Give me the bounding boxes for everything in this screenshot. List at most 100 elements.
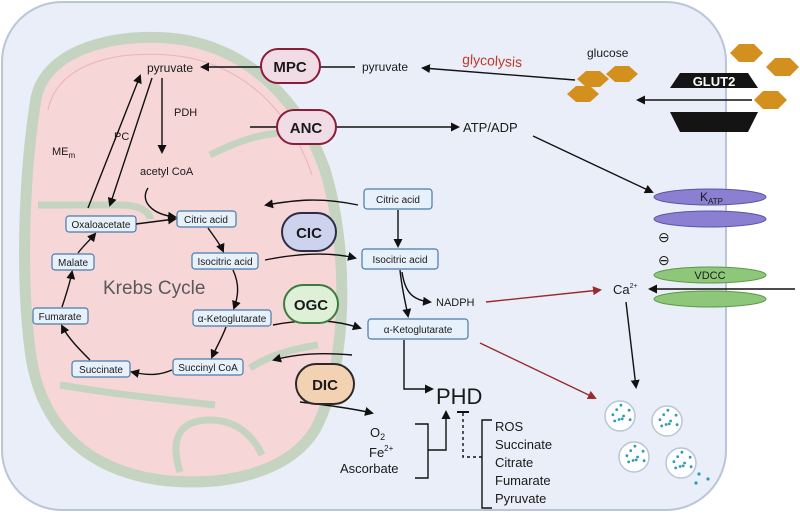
cyto-box-citric-acid: Citric acid — [363, 188, 433, 210]
me-arrow — [87, 74, 142, 209]
inhibit-icon: ⊖ — [658, 252, 670, 268]
svg-text:α-Ketoglutarate: α-Ketoglutarate — [384, 325, 453, 336]
crista — [172, 416, 266, 474]
released-insulin-granule — [706, 477, 710, 481]
cofactor-to-phd-arrow — [428, 410, 451, 451]
insulin-granule — [683, 461, 686, 465]
inhibitor-fumarate: Fumarate — [495, 473, 551, 488]
inhibition-line — [457, 411, 482, 458]
pdh-label: PDH — [174, 107, 197, 119]
cyto-box-alpha-ketoglutarate: α-Ketoglutarate — [367, 318, 469, 340]
insulin-granule — [680, 450, 684, 454]
svg-text:Fumarate: Fumarate — [39, 312, 82, 323]
insulin-granule — [688, 455, 692, 459]
insulin-vesicle — [665, 447, 697, 479]
svg-text:CIC: CIC — [296, 225, 322, 242]
svg-text:Malate: Malate — [58, 258, 88, 269]
o2-label: O2 — [370, 425, 385, 442]
cic-citric-export-arrow — [264, 199, 359, 209]
insulin-granule — [636, 455, 639, 459]
calcium-label: Ca2+ — [613, 282, 638, 297]
insulin-granule — [669, 419, 672, 423]
insulin-granule — [633, 444, 637, 448]
inhibitor-ros: ROS — [495, 419, 524, 434]
mpc-transporter: MPC — [260, 48, 321, 84]
svg-text:Citric acid: Citric acid — [184, 215, 228, 226]
released-insulin-granule — [697, 472, 701, 476]
insulin-granule — [629, 449, 633, 452]
anc-transporter: ANC — [276, 109, 337, 145]
inhibit-icon: ⊖ — [658, 229, 670, 245]
glycolysis-label: glycolysis — [462, 51, 523, 70]
insulin-granule — [631, 459, 635, 462]
glucose-hexagon — [567, 86, 599, 102]
svg-text:α-Ketoglutarate: α-Ketoglutarate — [198, 314, 267, 325]
insulin-granule — [628, 418, 632, 422]
glucose-molecules — [567, 44, 799, 109]
katp-channel: KATP — [653, 188, 767, 228]
insulin-granule — [667, 422, 671, 426]
glucose-hexagon — [730, 44, 763, 62]
ascorbate-label: Ascorbate — [340, 461, 399, 476]
insulin-granule — [619, 403, 623, 407]
krebs-box-isocitric-acid: Isocitric acid — [191, 252, 259, 270]
mito-pyruvate-label: pyruvate — [147, 61, 193, 75]
glucose-hexagon — [606, 66, 638, 82]
svg-text:Succinyl CoA: Succinyl CoA — [178, 363, 238, 374]
insulin-granule — [613, 419, 617, 423]
insulin-granule — [678, 465, 682, 468]
insulin-granule — [689, 465, 693, 469]
atp-to-katp-arrow — [532, 135, 654, 194]
insulin-vesicle — [651, 405, 683, 437]
svg-text:GLUT2: GLUT2 — [693, 74, 736, 89]
insulin-granule — [611, 413, 615, 417]
cic-isocitric-arrow — [264, 251, 357, 261]
svg-text:VDCC: VDCC — [694, 270, 725, 282]
insulin-granule — [658, 418, 662, 422]
crista — [38, 201, 154, 220]
svg-text:ANC: ANC — [290, 120, 323, 137]
svg-text:DIC: DIC — [312, 377, 338, 394]
inhibitor-succinate: Succinate — [495, 437, 552, 452]
vdcc-channel: VDCC — [653, 266, 767, 308]
glucose-hexagon — [754, 91, 787, 109]
svg-text:Oxaloacetate: Oxaloacetate — [72, 220, 131, 231]
cic-transporter: CIC — [281, 212, 337, 252]
svg-text:OGC: OGC — [294, 297, 328, 314]
insulin-vesicles — [604, 400, 710, 485]
insulin-granule — [641, 449, 645, 453]
insulin-granule — [660, 424, 664, 428]
svg-text:MPC: MPC — [273, 59, 307, 76]
insulin-granule — [674, 466, 678, 470]
cyto-pyruvate-label: pyruvate — [362, 60, 408, 74]
krebs-box-oxaloacetate: Oxaloacetate — [65, 215, 137, 233]
insulin-granule — [681, 464, 685, 468]
insulin-granule — [622, 414, 625, 418]
krebs-cycle-label: Krebs Cycle — [103, 278, 205, 299]
svg-text:Isocitric acid: Isocitric acid — [372, 255, 427, 266]
insulin-vesicle — [618, 441, 650, 473]
insulin-granule — [615, 408, 619, 411]
nadph-label: NADPH — [436, 297, 475, 309]
insulin-granule — [676, 455, 680, 458]
released-insulin-granule — [694, 481, 698, 485]
insulin-vesicle — [604, 400, 636, 432]
insulin-granule — [627, 460, 631, 464]
insulin-granule — [617, 418, 621, 421]
cofactor-bracket — [415, 423, 429, 479]
insulin-granule — [627, 408, 631, 412]
svg-text:Succinate: Succinate — [79, 365, 123, 376]
isocitric-to-akg-arrow — [399, 269, 412, 318]
pc-arrow — [107, 77, 153, 207]
svg-text:Isocitric acid: Isocitric acid — [197, 257, 252, 268]
inhibitor-citrate: Citrate — [495, 455, 533, 470]
insulin-granule — [662, 413, 666, 416]
insulin-granule — [634, 458, 638, 462]
me-label: MEm — [52, 146, 76, 160]
krebs-cycle-arrows — [61, 187, 241, 378]
insulin-granule — [672, 460, 676, 464]
dic-transporter: DIC — [295, 363, 355, 405]
insulin-granule — [675, 423, 679, 427]
akg-to-vesicle-arrow — [479, 342, 597, 400]
